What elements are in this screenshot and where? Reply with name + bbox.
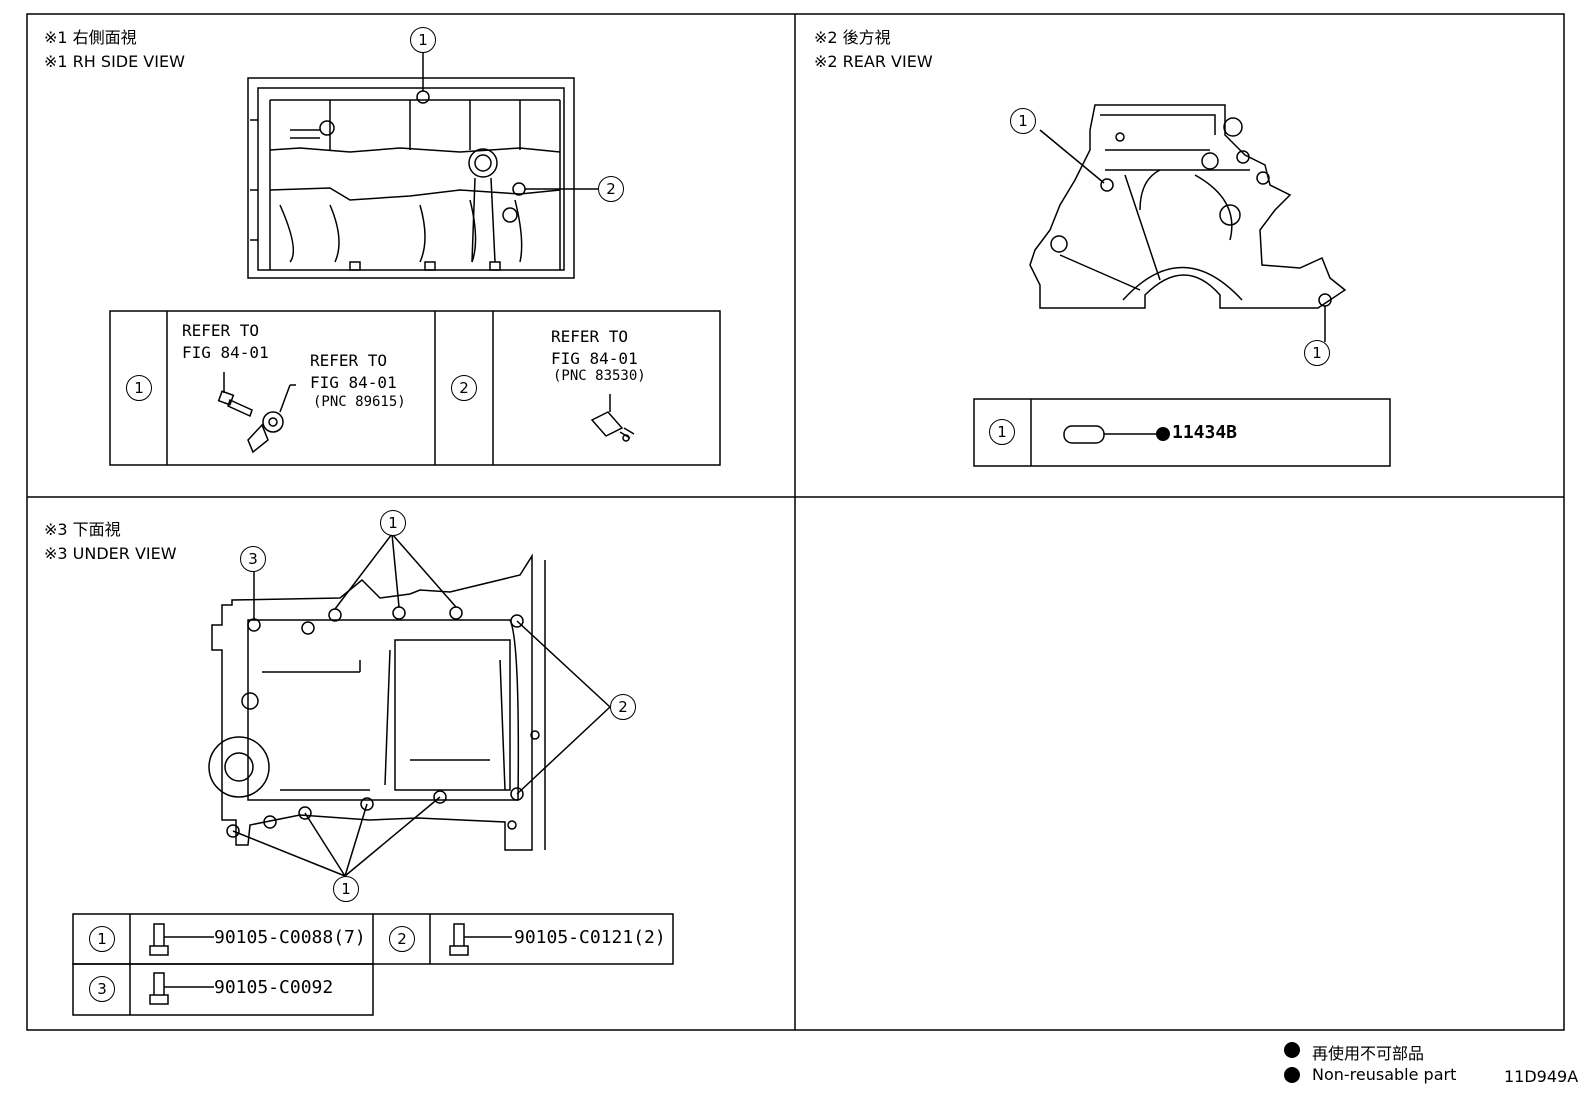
- under-title-jp: ※3 下面視: [44, 520, 121, 539]
- rear-title-jp: ※2 後方視: [814, 28, 891, 47]
- under-callout-1-top: 1: [380, 510, 406, 536]
- flange-bolt-icon-3: [149, 972, 214, 1005]
- callout-1: 1: [410, 27, 436, 53]
- rear-title-en: ※2 REAR VIEW: [814, 52, 933, 71]
- pnc-clamp: (PNC 89615): [313, 394, 406, 410]
- table-callout-1: 1: [126, 375, 152, 401]
- pnc-sensor: (PNC 83530): [553, 368, 646, 384]
- under-title-en: ※3 UNDER VIEW: [44, 544, 177, 563]
- part-number-90105-C0092: 90105-C0092: [214, 977, 334, 998]
- flange-bolt-icon-1: [149, 923, 214, 956]
- under-view-pan-drawing: [208, 553, 546, 851]
- under-callout-2: 2: [610, 694, 636, 720]
- under-callout-1-bottom: 1: [333, 876, 359, 902]
- under-table-callout-1: 1: [89, 926, 115, 952]
- rh-side-title-en: ※1 RH SIDE VIEW: [44, 52, 185, 71]
- sensor-icon: [590, 394, 635, 442]
- rh-side-title-jp: ※1 右側面視: [44, 28, 137, 47]
- rear-table-callout-1: 1: [989, 419, 1015, 445]
- refer-text-sensor: REFER TO FIG 84-01: [551, 327, 638, 368]
- rh-side-block-drawing: [247, 77, 575, 279]
- dowel-pin-icon: [1063, 425, 1158, 444]
- table-callout-2: 2: [451, 375, 477, 401]
- legend-en: Non-reusable part: [1312, 1065, 1457, 1084]
- figure-code: 11D949A: [1504, 1067, 1579, 1086]
- rear-view-block-drawing: [1029, 104, 1347, 309]
- part-number-90105-C0121: 90105-C0121(2): [514, 927, 666, 948]
- part-number-11434B: 11434B: [1172, 422, 1238, 443]
- under-callout-3: 3: [240, 546, 266, 572]
- rear-callout-1-top: 1: [1010, 108, 1036, 134]
- refer-text-bolt: REFER TO FIG 84-01: [182, 321, 269, 362]
- callout-2: 2: [598, 176, 624, 202]
- bolt-with-clamp-icon: [217, 372, 296, 454]
- part-number-90105-C0088: 90105-C0088(7): [214, 927, 366, 948]
- refer-text-clamp: REFER TO FIG 84-01: [310, 351, 397, 392]
- rear-callout-1-bottom: 1: [1304, 340, 1330, 366]
- under-table-callout-2: 2: [389, 926, 415, 952]
- under-table-callout-3: 3: [89, 976, 115, 1002]
- flange-bolt-icon-2: [449, 923, 512, 956]
- legend-jp: 再使用不可部品: [1312, 1044, 1425, 1063]
